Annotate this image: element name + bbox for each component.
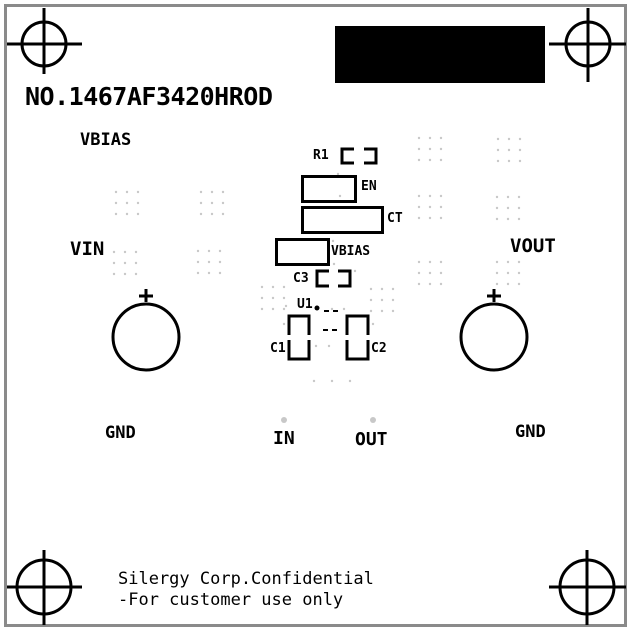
label-c2: C2 — [371, 341, 387, 356]
label-u1: U1 — [297, 297, 313, 312]
pcb-board — [4, 4, 627, 627]
ct-component-box — [301, 206, 384, 234]
label-gnd-left: GND — [105, 423, 136, 443]
label-vbias-mid: VBIAS — [331, 244, 371, 259]
in-testpoint-icon — [281, 417, 287, 423]
vbias-component-box — [275, 238, 330, 266]
fiducial-bottom-right-icon — [549, 550, 626, 625]
en-component-box — [301, 175, 357, 203]
c2-footprint-icon — [345, 314, 370, 361]
footer-customer-use: -For customer use only — [118, 590, 344, 610]
vin-terminal-icon — [111, 302, 181, 372]
label-c1: C1 — [270, 341, 286, 356]
footer-confidential: Silergy Corp.Confidential — [118, 569, 374, 589]
label-vbias-top: VBIAS — [80, 130, 132, 150]
c1-footprint-icon — [287, 314, 311, 361]
vout-terminal-icon — [459, 302, 529, 372]
label-gnd-right: GND — [515, 422, 546, 442]
u1-footprint-icon — [314, 305, 341, 331]
part-number: NO.1467AF3420HROD — [25, 82, 273, 111]
r1-footprint-icon — [340, 147, 378, 165]
fiducial-top-right-icon — [549, 8, 626, 82]
c3-footprint-icon — [315, 269, 352, 288]
label-vout: VOUT — [510, 235, 556, 257]
label-en: EN — [361, 179, 377, 194]
label-ct: CT — [387, 211, 403, 226]
fiducial-top-left-icon — [7, 8, 82, 74]
out-testpoint-icon — [370, 417, 376, 423]
label-out: OUT — [355, 429, 388, 450]
redaction-block — [335, 26, 545, 83]
via-grids — [112, 136, 522, 383]
label-vin: VIN — [70, 238, 105, 260]
vin-plus-icon — [139, 289, 153, 302]
label-c3: C3 — [293, 271, 309, 286]
vout-plus-icon — [487, 289, 501, 302]
label-in: IN — [273, 428, 295, 449]
label-r1: R1 — [313, 148, 329, 163]
fiducial-bottom-left-icon — [7, 550, 82, 625]
